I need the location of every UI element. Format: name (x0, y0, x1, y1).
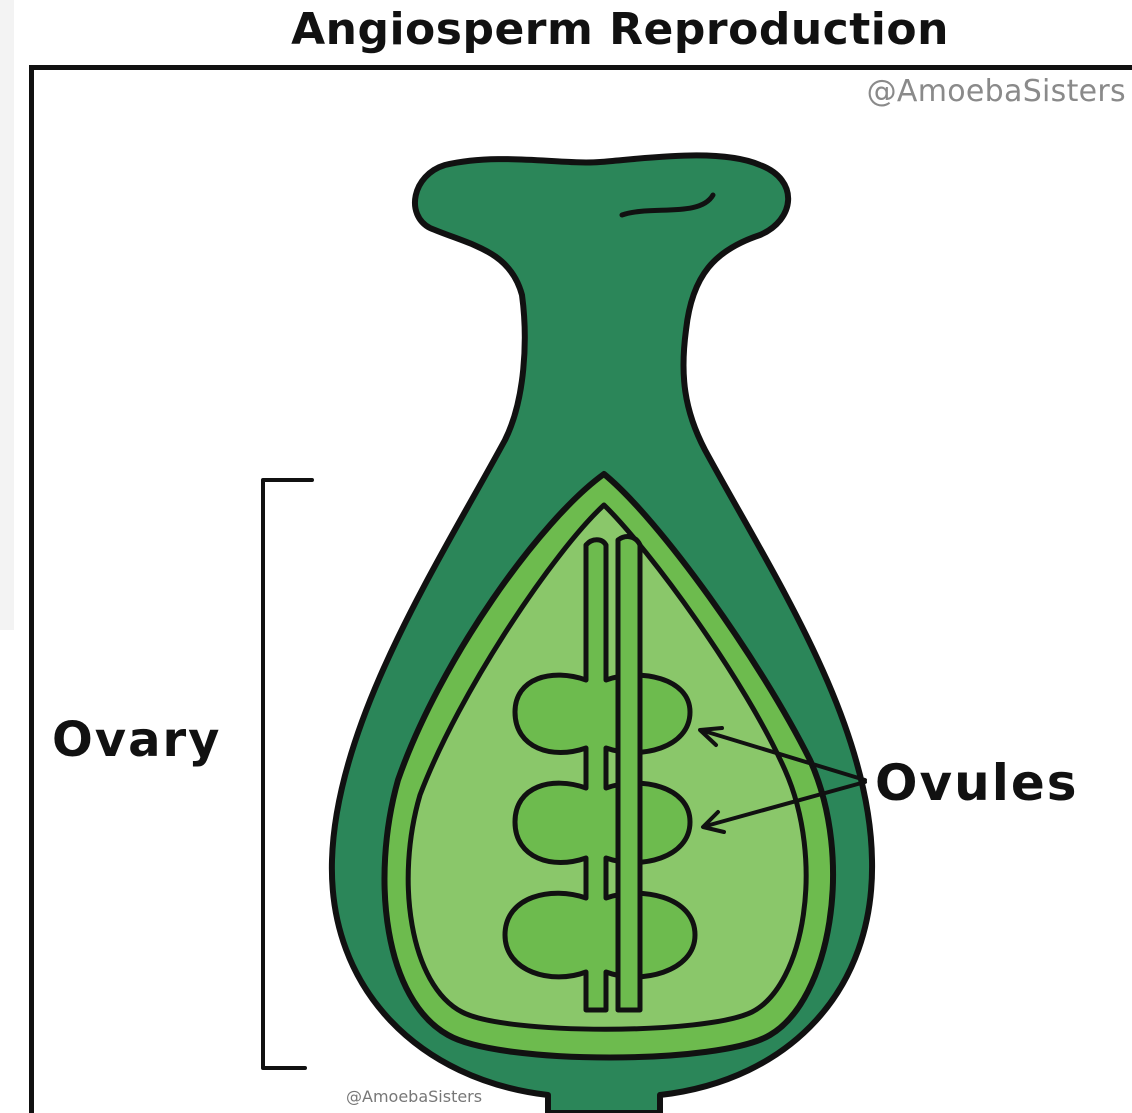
ovary-label: Ovary (52, 712, 221, 768)
ovary-bracket (263, 480, 312, 1068)
ovules-label: Ovules (875, 754, 1079, 812)
watermark-bottom: @AmoebaSisters (346, 1087, 482, 1106)
placenta-column-right (618, 537, 640, 1010)
